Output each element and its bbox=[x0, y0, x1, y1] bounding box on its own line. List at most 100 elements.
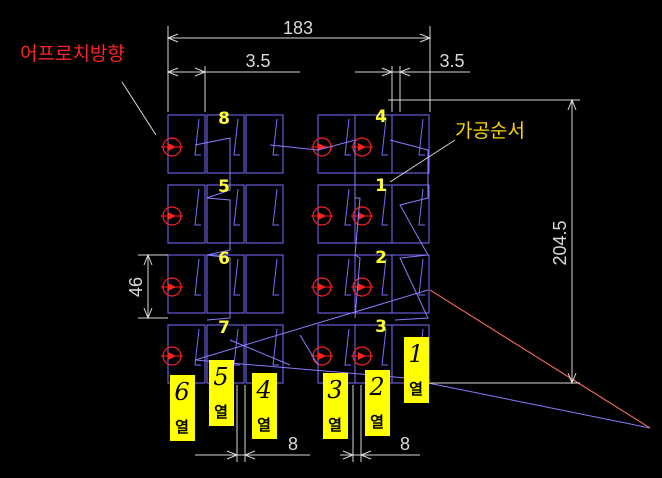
pocket-outline bbox=[317, 184, 356, 244]
approach-marker bbox=[311, 346, 333, 366]
arrow-right-icon bbox=[358, 352, 366, 360]
column-tag-number: 1 bbox=[408, 340, 423, 368]
pocket-outline bbox=[206, 254, 245, 314]
approach-marker bbox=[351, 277, 373, 297]
pocket-profile bbox=[381, 188, 388, 226]
column-tag-6: 6 열 bbox=[170, 375, 195, 441]
arrow-right-icon bbox=[168, 352, 176, 360]
pocket-profile bbox=[418, 188, 425, 226]
arrow-right-icon bbox=[168, 283, 176, 291]
pocket-profile bbox=[381, 118, 388, 156]
column-tag-number: 5 bbox=[213, 363, 228, 391]
column-tag-text: 열 bbox=[175, 418, 189, 436]
approach-marker bbox=[161, 346, 183, 366]
pocket-outline bbox=[167, 324, 206, 384]
dim-offset-right: 3.5 bbox=[439, 51, 464, 71]
sequence-number: 8 bbox=[218, 109, 230, 129]
approach-marker bbox=[351, 206, 373, 226]
approach-marker bbox=[161, 206, 183, 226]
approach-marker bbox=[161, 277, 183, 297]
sequence-number: 2 bbox=[375, 248, 387, 268]
arrow-right-icon bbox=[168, 143, 176, 151]
pocket-outline bbox=[167, 184, 206, 244]
sequence-number: 1 bbox=[375, 176, 387, 196]
pocket-profile bbox=[272, 188, 279, 226]
arrow-right-icon bbox=[358, 283, 366, 291]
pocket-profile bbox=[272, 258, 279, 296]
tool-path-link-2 bbox=[229, 339, 291, 366]
pocket-profile bbox=[194, 118, 201, 156]
order-leader bbox=[389, 139, 456, 183]
approach-marker bbox=[351, 346, 373, 366]
column-tag-4: 4 열 bbox=[252, 373, 277, 439]
sequence-number: 4 bbox=[375, 107, 387, 127]
pocket-profile bbox=[233, 188, 240, 226]
column-tag-3: 3 열 bbox=[323, 373, 348, 439]
pocket-outline bbox=[317, 114, 356, 174]
column-tag-text: 열 bbox=[370, 413, 384, 431]
arrow-right-icon bbox=[318, 352, 326, 360]
pocket-profile bbox=[344, 258, 351, 296]
exit-ray bbox=[429, 289, 651, 429]
pocket-profile bbox=[233, 118, 240, 156]
pocket-profile bbox=[194, 188, 201, 226]
pocket-outline bbox=[245, 114, 284, 174]
pocket-profile bbox=[418, 258, 425, 296]
pocket-outline bbox=[245, 254, 284, 314]
dim-overall-width: 183 bbox=[283, 18, 313, 38]
pocket-profile bbox=[381, 328, 388, 366]
pocket-profile bbox=[272, 118, 279, 156]
pocket-profile bbox=[272, 328, 279, 366]
tool-path-right bbox=[389, 139, 429, 321]
machining-order-label: 가공순서 bbox=[455, 120, 525, 142]
pocket-profile bbox=[344, 328, 351, 366]
sequence-numbers: 8 5 6 7 4 1 2 3 bbox=[218, 107, 387, 338]
approach-markers bbox=[161, 137, 373, 366]
dim-gap-left: 8 bbox=[288, 434, 298, 454]
sequence-number: 5 bbox=[218, 177, 230, 197]
tool-path-link-1 bbox=[194, 289, 429, 361]
arrow-right-icon bbox=[168, 212, 176, 220]
pocket-profile bbox=[344, 188, 351, 226]
column-tag-2: 2 열 bbox=[365, 370, 390, 436]
sequence-number: 6 bbox=[218, 249, 230, 269]
pocket-outline bbox=[245, 184, 284, 244]
pocket-outline bbox=[391, 254, 430, 314]
dim-total-height: 204.5 bbox=[550, 220, 570, 265]
pocket-outline bbox=[206, 184, 245, 244]
pocket-outline bbox=[206, 114, 245, 174]
pocket-outline bbox=[317, 254, 356, 314]
column-tag-text: 열 bbox=[257, 416, 271, 434]
pocket-profile bbox=[194, 258, 201, 296]
pocket-grid bbox=[167, 114, 430, 384]
column-tag-number: 2 bbox=[368, 373, 384, 401]
dim-offset-left: 3.5 bbox=[245, 51, 270, 71]
dim-gap-right: 8 bbox=[400, 434, 410, 454]
column-tag-number: 6 bbox=[174, 378, 189, 406]
arrow-right-icon bbox=[358, 143, 366, 151]
sequence-number: 3 bbox=[375, 317, 387, 337]
tool-path-left bbox=[194, 137, 231, 321]
pocket-profile bbox=[344, 118, 351, 156]
pocket-outline bbox=[167, 254, 206, 314]
column-tag-text: 열 bbox=[409, 380, 423, 398]
column-tag-5: 5 열 bbox=[209, 360, 234, 426]
column-tag-number: 4 bbox=[255, 376, 271, 404]
column-tag-1: 1 열 bbox=[404, 337, 429, 403]
pocket-outline bbox=[391, 114, 430, 174]
pocket-profile bbox=[233, 258, 240, 296]
arrow-right-icon bbox=[358, 212, 366, 220]
approach-marker bbox=[311, 277, 333, 297]
pocket-profile bbox=[381, 258, 388, 296]
pocket-profile bbox=[418, 118, 425, 156]
tool-path-exit-1 bbox=[427, 382, 651, 429]
dim-pitch: 46 bbox=[126, 277, 146, 297]
column-tags: 6 열 5 열 4 열 3 열 2 열 1 열 bbox=[170, 337, 429, 441]
dimensions bbox=[138, 26, 580, 462]
tool-path-center-dive bbox=[299, 334, 319, 366]
arrow-right-icon bbox=[318, 212, 326, 220]
tool-path-link-3 bbox=[194, 359, 431, 381]
column-tag-number: 3 bbox=[327, 376, 342, 404]
pocket-outline bbox=[391, 184, 430, 244]
